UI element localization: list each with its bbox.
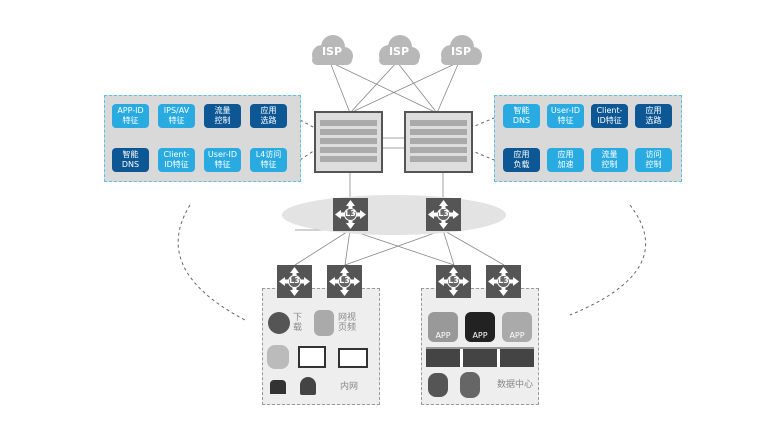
l3-switch: L3 [426, 198, 461, 231]
isp-cloud: ISP [321, 45, 343, 58]
datacenter-label: 数据中心 [497, 380, 534, 390]
switch-label: L3 [339, 276, 350, 285]
feature-box: 流量 控制 [204, 104, 241, 128]
app-label: APP [435, 331, 451, 340]
app-label: APP [472, 331, 488, 340]
feature-box: 应用 选路 [250, 104, 287, 128]
download-label: 下 载 [293, 313, 303, 333]
switch-label: L3 [289, 276, 300, 285]
desktop-icon [298, 346, 326, 368]
feature-box: Client- ID特征 [158, 148, 195, 172]
l3-switch: L3 [277, 265, 312, 298]
video-icon [314, 310, 334, 336]
l3-switch: L3 [486, 265, 521, 298]
isp-cloud: ISP [450, 45, 472, 58]
internal-network-label: 内网 [340, 382, 359, 392]
video-label: 网视 页频 [338, 313, 357, 333]
feature-box: 流量 控制 [591, 148, 628, 172]
app-label: APP [509, 331, 525, 340]
feature-box: 智能 DNS [112, 148, 149, 172]
app-car-icon: APP [428, 312, 458, 342]
feature-box: User-ID 特征 [547, 104, 584, 128]
feature-box: 智能 DNS [503, 104, 540, 128]
phone-icon [267, 345, 289, 369]
database-icon [428, 373, 448, 397]
switch-label: L3 [345, 209, 356, 218]
feature-box: APP-ID 特征 [112, 104, 149, 128]
l3-switch: L3 [436, 265, 471, 298]
download-icon [268, 312, 290, 334]
switch-label: L3 [498, 276, 509, 285]
feature-box: L4访问 特征 [250, 148, 287, 172]
feature-box: IPS/AV 特征 [158, 104, 195, 128]
l3-switch: L3 [327, 265, 362, 298]
feature-box: 应用 加速 [547, 148, 584, 172]
router-chassis [314, 111, 473, 173]
feature-box: 应用 负载 [503, 148, 540, 172]
cloud-shapes [312, 35, 482, 65]
laptop-icon [338, 348, 368, 368]
feature-box: 应用 选路 [635, 104, 672, 128]
feature-box: User-ID 特征 [204, 148, 241, 172]
core-switch-zone [282, 195, 506, 235]
l3-switch: L3 [333, 198, 368, 231]
app-cart-icon: APP [502, 312, 532, 342]
database-icon [460, 372, 480, 398]
feature-box: Client- ID特征 [591, 104, 628, 128]
feature-box: 访问 控制 [635, 148, 672, 172]
switch-label: L3 [438, 209, 449, 218]
app-car-icon: APP [465, 312, 495, 342]
server-rack [426, 347, 534, 367]
user-icon [300, 377, 316, 395]
group-icon [270, 380, 286, 394]
isp-cloud: ISP [388, 45, 410, 58]
switch-label: L3 [448, 276, 459, 285]
